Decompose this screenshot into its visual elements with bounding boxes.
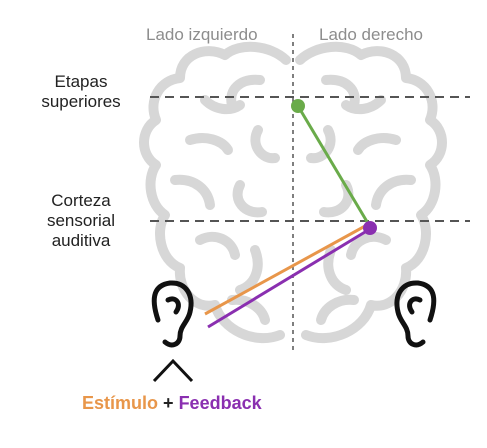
upper-stage-label-line1: Etapas xyxy=(54,72,108,91)
left-side-label: Lado izquierdo xyxy=(146,25,258,44)
ear-icon xyxy=(151,280,194,348)
caret-up-icon xyxy=(152,358,194,383)
auditory-cortex-label-line3: auditiva xyxy=(51,231,111,250)
upper-stage-node xyxy=(291,99,305,113)
brain-outline xyxy=(139,41,447,344)
auditory-cortex-label: Corteza sensorial auditiva xyxy=(16,191,146,251)
legend-stimulus: Estímulo xyxy=(82,393,159,413)
legend-plus: + xyxy=(163,393,174,413)
legend-feedback: Feedback xyxy=(178,393,262,413)
stimulus-line xyxy=(204,223,368,316)
legend: Estímulo + Feedback xyxy=(82,393,262,414)
upper-stage-label: Etapas superiores xyxy=(16,72,146,112)
auditory-cortex-label-line2: sensorial xyxy=(46,211,116,230)
auditory-cortex-label-line1: Corteza xyxy=(51,191,111,210)
ear-icon xyxy=(394,280,437,348)
feedback-line xyxy=(207,227,371,329)
upper-stage-label-line2: superiores xyxy=(41,92,121,111)
cortex-node xyxy=(363,221,377,235)
right-side-label: Lado derecho xyxy=(319,25,423,44)
upper-path-line xyxy=(296,105,371,226)
